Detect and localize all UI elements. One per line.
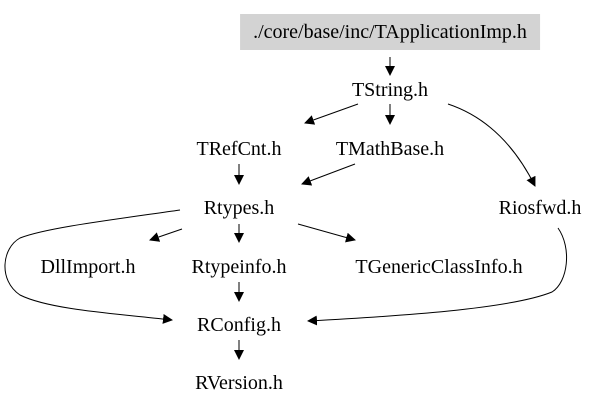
edge-rtypes-to-tgenericclassinfo [297,223,356,243]
node-trefcnt-h[interactable]: TRefCnt.h [196,138,282,160]
node-tstring-h[interactable]: TString.h [351,79,429,101]
node-rconfig-h[interactable]: RConfig.h [197,314,281,336]
node-rtypeinfo-h[interactable]: Rtypeinfo.h [191,256,287,278]
node-tgenericclassinfo-h[interactable]: TGenericClassInfo.h [355,256,523,278]
node-riosfwd-h[interactable]: Riosfwd.h [498,197,582,219]
node-rversion-h[interactable]: RVersion.h [195,372,283,394]
edge-riosfwd-to-rconfig [307,227,568,326]
edge-rtypes-to-dllimport [149,228,183,242]
node-tmathbase-h[interactable]: TMathBase.h [335,138,445,160]
edge-tmathbase-to-rtypes [301,163,356,186]
edge-tstring-to-trefcnt [304,103,359,125]
node-dllimport-h[interactable]: DllImport.h [40,256,136,278]
edge-rtypes-to-rconfig [4,209,181,324]
node-rtypes-h[interactable]: Rtypes.h [203,197,275,219]
edge-tstring-to-riosfwd [447,103,536,187]
node-tapplicationimp-h[interactable]: ./core/base/inc/TApplicationImp.h [240,14,540,50]
